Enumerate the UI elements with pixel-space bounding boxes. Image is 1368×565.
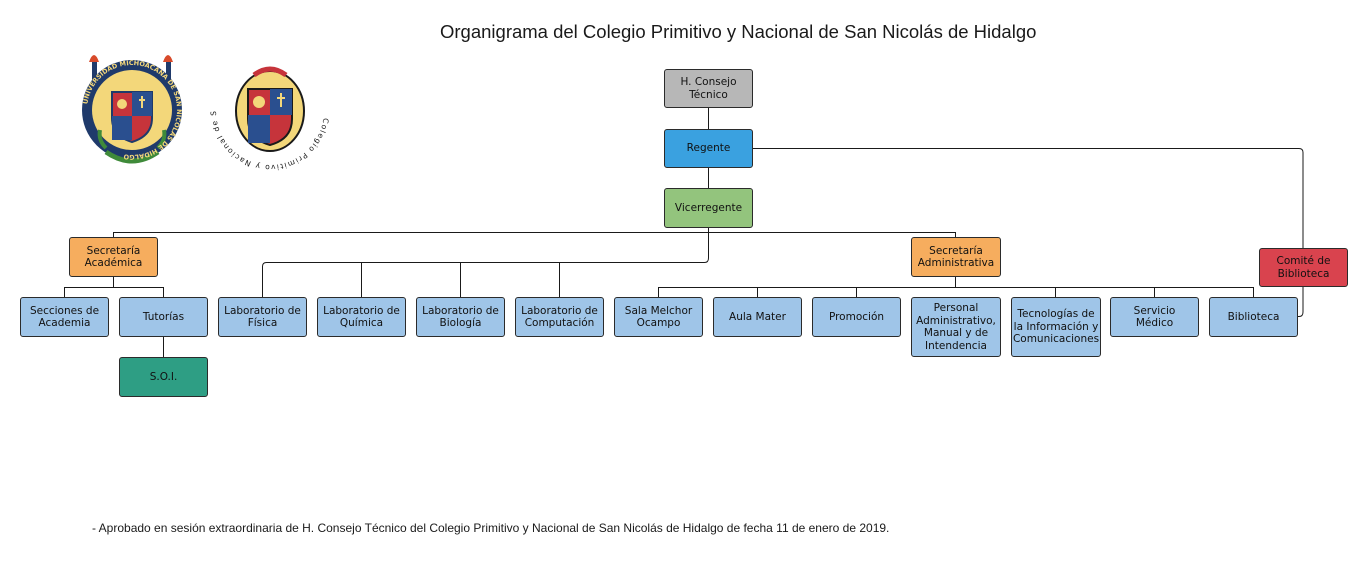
- node-laboratorio-de-quimica: Laboratorio de Química: [317, 297, 406, 337]
- node-secretaria-administrativa: Secretaría Administrativa: [911, 237, 1001, 277]
- node-vicerregente: Vicerregente: [664, 188, 753, 228]
- node-laboratorio-de-computacion: Laboratorio de Computación: [515, 297, 604, 337]
- node-secretaria-academica: Secretaría Académica: [69, 237, 158, 277]
- node-aula-mater: Aula Mater: [713, 297, 802, 337]
- node-h-consejo-tecnico: H. Consejo Técnico: [664, 69, 753, 108]
- node-laboratorio-de-fisica: Laboratorio de Física: [218, 297, 307, 337]
- node-secciones-de-academia: Secciones de Academia: [20, 297, 109, 337]
- university-seal-logo: UNIVERSIDAD MICHOACANA DE SAN NICOLÁS DE…: [81, 55, 183, 164]
- node-personal-administrativo: Personal Administrativo, Manual y de Int…: [911, 297, 1001, 357]
- node-tecnologias-de-la-informacion: Tecnologías de la Información y Comunica…: [1011, 297, 1101, 357]
- page-title: Organigrama del Colegio Primitivo y Naci…: [440, 21, 1037, 42]
- node-regente: Regente: [664, 129, 753, 168]
- colegio-seal-logo: Colegio Primitivo y Nacional de San Nico…: [206, 45, 329, 172]
- node-promocion: Promoción: [812, 297, 901, 337]
- node-biblioteca: Biblioteca: [1209, 297, 1298, 337]
- node-servicio-medico: Servicio Médico: [1110, 297, 1199, 337]
- node-tutorias: Tutorías: [119, 297, 208, 337]
- node-soi: S.O.I.: [119, 357, 208, 397]
- node-comite-de-biblioteca: Comité de Biblioteca: [1259, 248, 1348, 287]
- approval-footnote: - Aprobado en sesión extraordinaria de H…: [92, 521, 890, 535]
- node-sala-melchor-ocampo: Sala Melchor Ocampo: [614, 297, 703, 337]
- node-laboratorio-de-biologia: Laboratorio de Biología: [416, 297, 505, 337]
